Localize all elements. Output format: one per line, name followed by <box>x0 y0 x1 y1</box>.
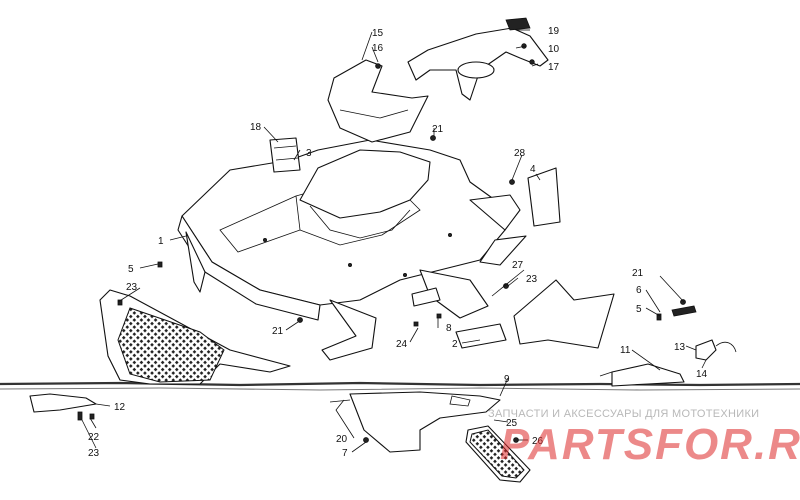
callout-22: 22 <box>88 432 100 443</box>
right-bracket-assembly <box>599 305 737 387</box>
lower-fender <box>329 391 501 453</box>
callout-16: 16 <box>372 43 384 54</box>
callout-19: 19 <box>548 26 560 37</box>
watermark-text: ЗАПЧАСТИ И АКСЕССУАРЫ ДЛЯ МОТОТЕХНИКИ <box>488 408 760 420</box>
callout-5b: 5 <box>636 304 642 315</box>
callout-20: 20 <box>336 434 348 445</box>
callout-24: 24 <box>396 339 408 350</box>
callout-1: 1 <box>158 236 164 247</box>
mesh-vent <box>465 425 531 483</box>
callout-5a: 5 <box>128 264 134 275</box>
callout-2: 2 <box>452 339 458 350</box>
callout-21c: 21 <box>632 268 644 279</box>
leader-lines <box>81 29 707 453</box>
callout-11: 11 <box>620 345 631 356</box>
fender-decal <box>513 279 615 349</box>
scan-tear-line <box>0 381 800 391</box>
callout-9: 9 <box>504 374 510 385</box>
front-fender-body <box>177 139 527 361</box>
callout-18: 18 <box>250 122 262 133</box>
top-tray <box>407 17 549 101</box>
callout-28: 28 <box>514 148 526 159</box>
callout-3: 3 <box>306 148 312 159</box>
watermark-logo: PARTSFOR.RU <box>500 420 800 469</box>
callout-26: 26 <box>532 436 544 447</box>
callout-labels: 1 2 3 4 5 5 6 7 8 9 10 11 12 13 14 15 16… <box>88 26 708 459</box>
callout-21b: 21 <box>272 326 284 337</box>
callout-13: 13 <box>674 342 686 353</box>
callout-4: 4 <box>530 164 536 175</box>
callout-6: 6 <box>636 285 642 296</box>
callout-15: 15 <box>372 28 384 39</box>
callout-23c: 23 <box>88 448 100 459</box>
watermark: ЗАПЧАСТИ И АКСЕССУАРЫ ДЛЯ МОТОТЕХНИКИ PA… <box>488 408 800 478</box>
callout-7: 7 <box>342 448 348 459</box>
callout-23a: 23 <box>126 282 138 293</box>
callout-12: 12 <box>114 402 126 413</box>
storage-cover <box>327 59 429 143</box>
side-decal <box>527 167 561 227</box>
callout-17: 17 <box>548 62 560 73</box>
callout-23b: 23 <box>526 274 538 285</box>
callout-27: 27 <box>512 260 524 271</box>
lower-bracket-left <box>29 393 97 421</box>
decal-panels <box>269 137 301 173</box>
callout-10: 10 <box>548 44 560 55</box>
callout-8: 8 <box>446 323 452 334</box>
callout-14: 14 <box>696 369 708 380</box>
front-grille <box>99 261 291 385</box>
callout-21a: 21 <box>432 124 444 135</box>
callout-25: 25 <box>506 418 518 429</box>
